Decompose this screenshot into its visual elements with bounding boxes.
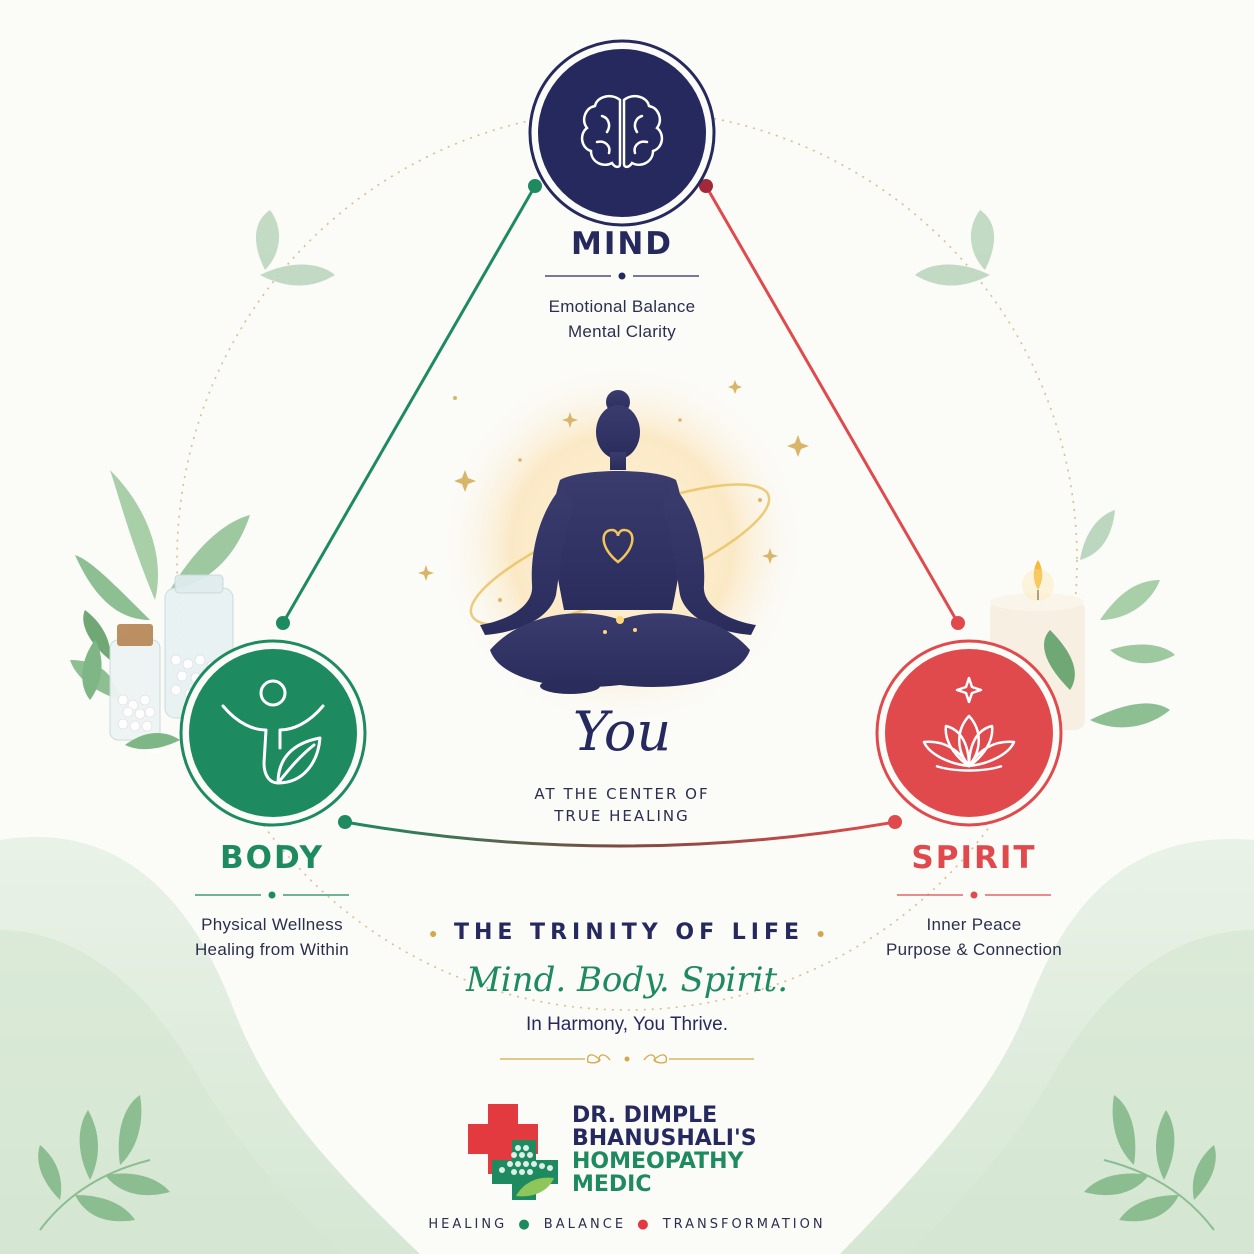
body-node [178,638,368,828]
center-line-1: AT THE CENTER OF [534,785,710,803]
leaf-decor-bottom-left [38,1095,170,1231]
meditating-figure [469,390,771,694]
body-spirit-connector [344,820,896,848]
spirit-description: Inner Peace Purpose & Connection [822,912,1126,962]
lotus-icon [922,676,1016,772]
brain-icon [580,94,664,169]
tagline-dot-red: ● [637,1217,652,1232]
spirit-line-1: Inner Peace [926,915,1022,934]
tagline-healing: HEALING [428,1217,508,1232]
mind-line-2: Mental Clarity [567,322,677,341]
brand-line-2: BHANUSHALI'S [572,1126,757,1151]
body-description: Physical Wellness Healing from Within [120,912,424,962]
spirit-node [874,638,1064,828]
tagline-transformation: TRANSFORMATION [662,1217,826,1232]
mind-node [527,38,717,228]
brand-tagline: HEALING ● BALANCE ● TRANSFORMATION [400,1217,854,1232]
mind-divider [545,272,699,280]
tagline-dot-green: ● [518,1217,533,1232]
brand-line-1: DR. DIMPLE [572,1103,718,1128]
trinity-heading: THE TRINITY OF LIFE [453,920,805,945]
mind-spirit-connector [704,185,960,624]
brand-name: DR. DIMPLE BHANUSHALI'S HOMEOPATHY MEDIC [572,1104,812,1196]
ornament-divider [500,1054,754,1064]
body-circle [179,639,367,827]
mind-description: Emotional Balance Mental Clarity [470,294,774,344]
body-line-1: Physical Wellness [201,915,343,934]
brand-line-3: HOMEOPATHY [572,1149,744,1174]
center-caption: AT THE CENTER OF TRUE HEALING [470,783,774,827]
you-title: You [572,700,672,763]
brand-line-4: MEDIC [572,1172,652,1197]
medical-cross-logo [468,1104,558,1200]
leaf-cluster-right [1044,510,1175,728]
spirit-title: SPIRIT [911,840,1037,876]
gold-dot: ● [429,924,438,941]
tagline-balance: BALANCE [543,1217,627,1232]
spirit-line-2: Purpose & Connection [885,940,1063,959]
gold-dot: ● [816,924,825,941]
body-divider [195,891,349,899]
spirit-circle [875,639,1063,827]
center-line-2: TRUE HEALING [554,807,690,825]
mind-title: MIND [570,226,674,262]
spirit-divider [897,891,1051,899]
trinity-subtitle: In Harmony, You Thrive. [525,1014,729,1035]
leaf-decor-top-right [915,210,995,286]
mind-line-1: Emotional Balance [548,297,696,316]
leaf-decor-top-left [255,210,335,286]
leaf-decor-bottom-right [1084,1095,1216,1231]
trinity-script: Mind. Body. Spirit. [465,960,789,1000]
trinity-heading-row: ● THE TRINITY OF LIFE ● [380,920,874,945]
body-line-2: Healing from Within [194,940,350,959]
mind-circle [528,39,716,227]
body-title: BODY [220,840,324,876]
mind-body-connector [281,185,537,624]
person-leaf-icon [221,679,325,785]
